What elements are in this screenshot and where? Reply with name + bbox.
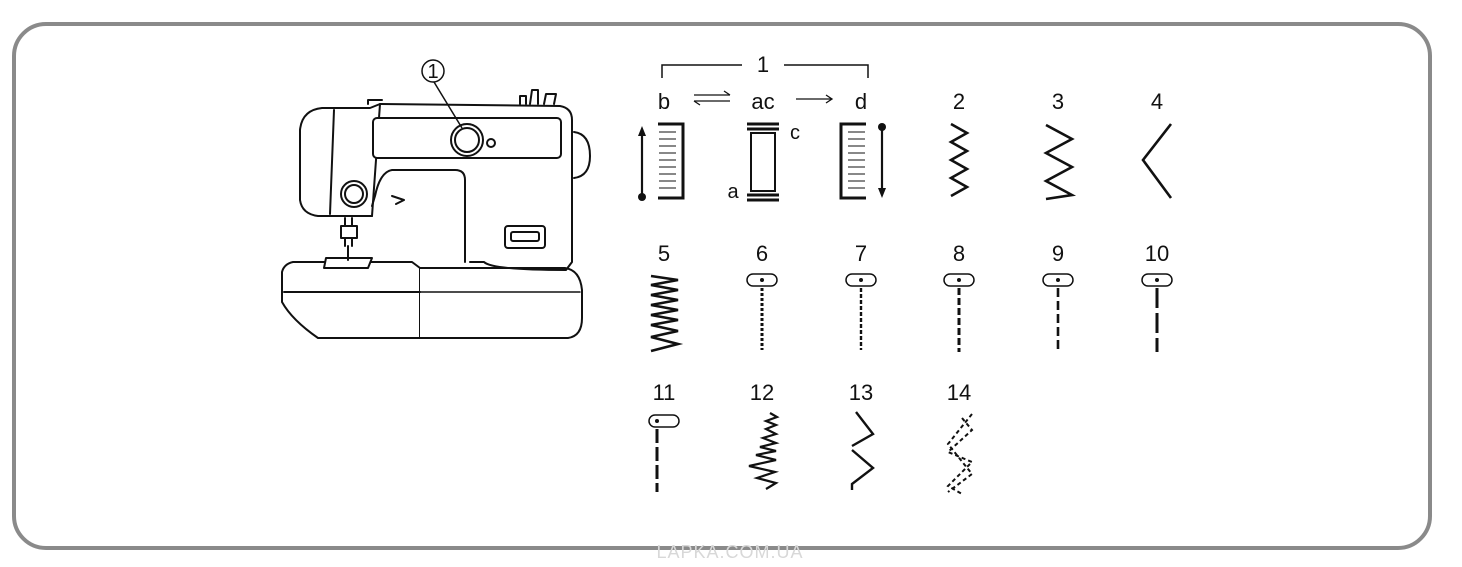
stitch-number-14: 14 xyxy=(947,380,971,405)
stitch-number-7: 7 xyxy=(855,241,867,266)
callout-number: 1 xyxy=(427,61,438,83)
stitch-6-icon xyxy=(746,273,778,350)
buttonhole-step-b xyxy=(638,122,685,201)
callout-leader xyxy=(433,81,463,129)
stitch-number-5: 5 xyxy=(658,241,670,266)
stitch-number-2: 2 xyxy=(953,89,965,114)
stitch-number-11: 11 xyxy=(653,380,676,405)
stitch-12-icon xyxy=(748,412,780,490)
stitch-numbers: 2 3 4 5 6 7 8 9 10 11 12 13 14 xyxy=(653,89,1170,405)
stitch-14-icon xyxy=(946,413,974,495)
stitch-11-icon xyxy=(648,414,680,492)
buttonhole-label-a: a xyxy=(727,181,739,203)
stitch-number-3: 3 xyxy=(1052,89,1064,114)
stitch-10-icon xyxy=(1141,273,1173,352)
buttonhole-label-ac: ac xyxy=(751,89,774,114)
stitch-number-4: 4 xyxy=(1151,89,1163,114)
group-label: 1 xyxy=(757,52,769,77)
stitch-number-12: 12 xyxy=(750,380,774,405)
buttonhole-step-ac: c a xyxy=(727,122,800,203)
stitch-number-9: 9 xyxy=(1052,241,1064,266)
stitch-7-icon xyxy=(845,273,877,350)
stitch-5-icon xyxy=(650,274,684,353)
arrow-right-icon xyxy=(796,94,834,104)
stitch-3-icon xyxy=(1043,123,1077,201)
buttonhole-group: 1 b ac d xyxy=(638,52,886,203)
buttonhole-step-d xyxy=(839,122,886,200)
stitch-number-8: 8 xyxy=(953,241,965,266)
buttonhole-label-d: d xyxy=(855,89,867,114)
double-arrow-icon xyxy=(693,90,731,106)
sewing-machine-illustration xyxy=(281,89,591,339)
callout-circle xyxy=(421,59,445,83)
diagram-frame xyxy=(12,22,1432,550)
stitch-2-icon xyxy=(948,122,970,198)
watermark: LAPKA.COM.UA xyxy=(656,542,803,562)
buttonhole-label-c: c xyxy=(790,122,800,144)
stitch-8-icon xyxy=(943,273,975,352)
stitch-number-6: 6 xyxy=(756,241,768,266)
buttonhole-label-b: b xyxy=(658,89,670,114)
group-bracket xyxy=(661,64,869,78)
stitch-9-icon xyxy=(1042,273,1074,352)
stitch-13-icon xyxy=(850,411,875,490)
stitch-4-icon xyxy=(1141,123,1173,199)
stitch-number-13: 13 xyxy=(849,380,873,405)
stitch-number-10: 10 xyxy=(1145,241,1169,266)
